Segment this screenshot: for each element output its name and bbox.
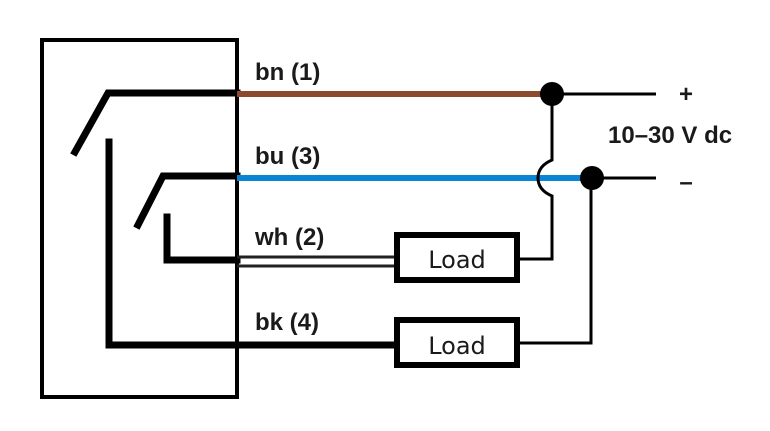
label-bk: bk (4) [255,309,319,336]
output-contact-wh [163,213,241,264]
sensor-housing [40,38,239,399]
junction-minus [580,166,604,190]
supply-plus-label: + [679,81,693,108]
label-bu: bu (3) [255,143,320,170]
load-label-1: Load [428,246,486,274]
load-box-2 [394,317,520,368]
switch-contact-1 [70,89,241,157]
junction-plus [540,82,564,106]
supply-voltage-label: 10–30 V dc [608,122,732,149]
switch-contact-2 [133,172,241,230]
label-bn: bn (1) [255,59,320,86]
output-contact-bk [105,138,241,349]
label-wh: wh (2) [254,224,324,251]
load2-return-wire [515,176,593,345]
supply-minus-label: – [679,169,692,196]
load-label-2: Load [428,332,486,360]
load1-return-wire [515,92,554,261]
